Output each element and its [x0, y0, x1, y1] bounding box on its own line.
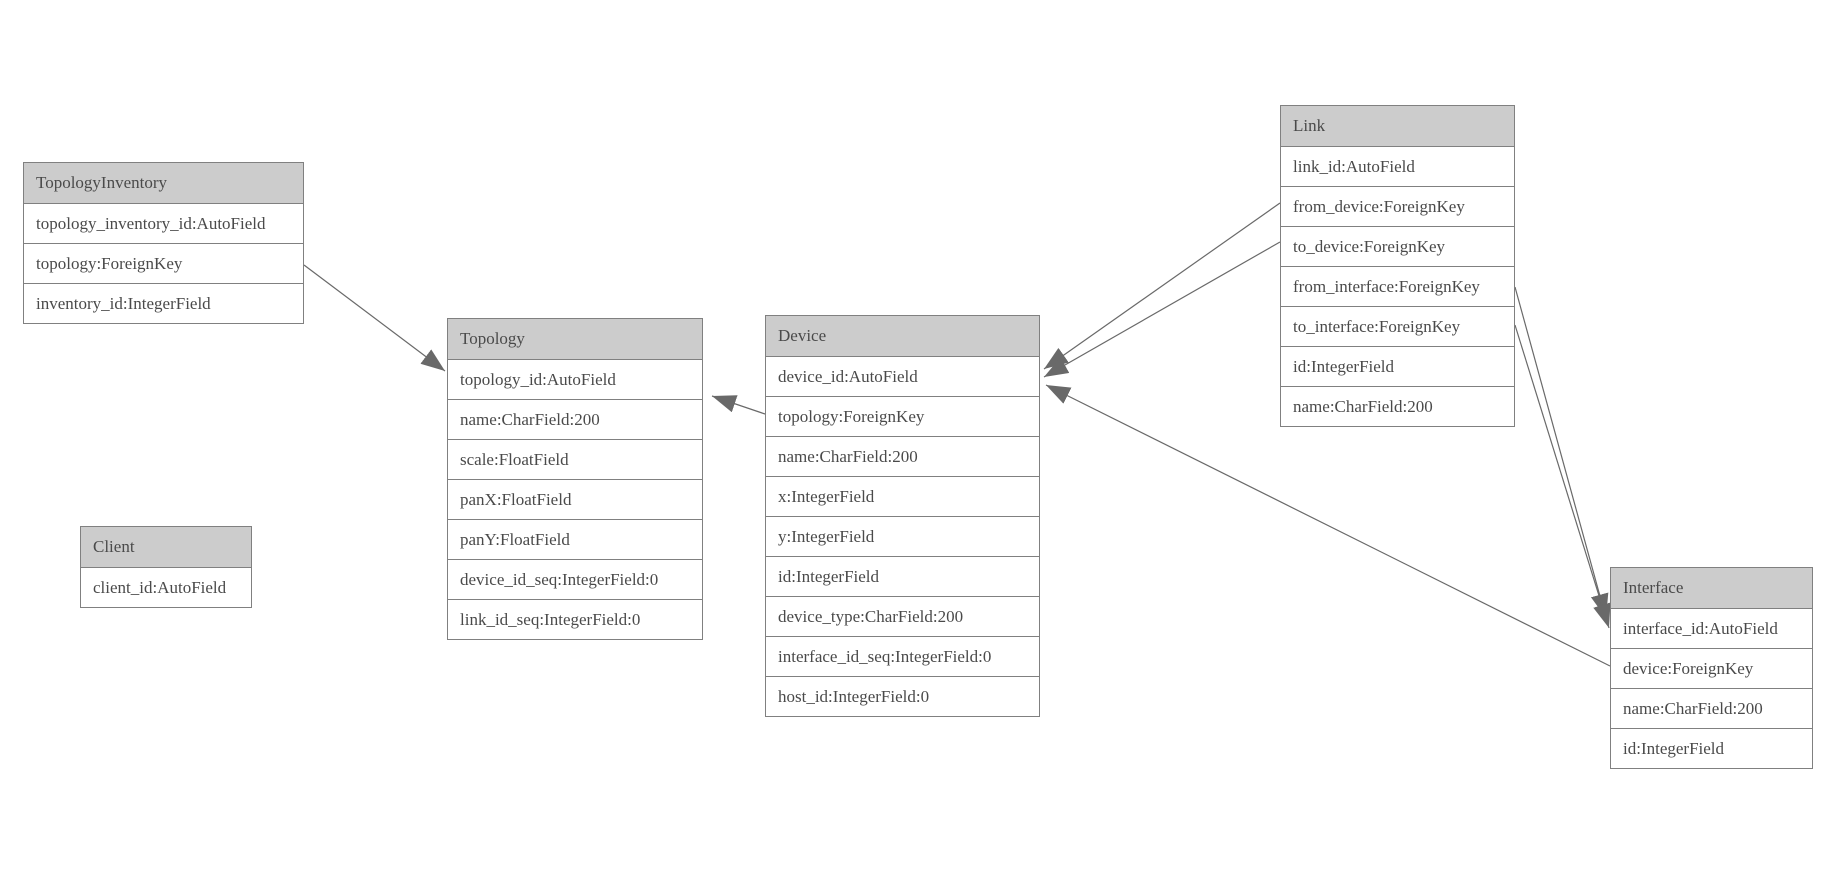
- edge-link-to_device-device: [1043, 241, 1281, 378]
- entity-field: topology:ForeignKey: [766, 396, 1039, 436]
- edge-interface-device-device: [1045, 384, 1611, 667]
- entity-field: from_device:ForeignKey: [1281, 186, 1514, 226]
- entity-field: device_type:CharField:200: [766, 596, 1039, 636]
- entity-field: interface_id_seq:IntegerField:0: [766, 636, 1039, 676]
- entity-field: to_device:ForeignKey: [1281, 226, 1514, 266]
- entity-field: y:IntegerField: [766, 516, 1039, 556]
- entity-field: inventory_id:IntegerField: [24, 283, 303, 323]
- entity-title: Interface: [1611, 568, 1812, 608]
- entity-field: link_id_seq:IntegerField:0: [448, 599, 702, 639]
- entity-field: host_id:IntegerField:0: [766, 676, 1039, 716]
- entity-title: Topology: [448, 319, 702, 359]
- entity-field: device_id:AutoField: [766, 356, 1039, 396]
- entity-field: name:CharField:200: [448, 399, 702, 439]
- edge-link-to_interface-interface: [1514, 324, 1611, 629]
- entity-field: from_interface:ForeignKey: [1281, 266, 1514, 306]
- entity-title: Device: [766, 316, 1039, 356]
- entity-field: name:CharField:200: [1611, 688, 1812, 728]
- edge-topologyinventory-topology: [303, 264, 446, 372]
- entity-field: topology_inventory_id:AutoField: [24, 203, 303, 243]
- edge-link-from_device-device: [1043, 202, 1281, 370]
- entity-field: panX:FloatField: [448, 479, 702, 519]
- entity-field: x:IntegerField: [766, 476, 1039, 516]
- entity-field: device_id_seq:IntegerField:0: [448, 559, 702, 599]
- entity-field: id:IntegerField: [766, 556, 1039, 596]
- entity-field: topology:ForeignKey: [24, 243, 303, 283]
- entity-field: id:IntegerField: [1611, 728, 1812, 768]
- entity-field: panY:FloatField: [448, 519, 702, 559]
- entity-field: scale:FloatField: [448, 439, 702, 479]
- entity-field: to_interface:ForeignKey: [1281, 306, 1514, 346]
- entity-field: interface_id:AutoField: [1611, 608, 1812, 648]
- entity-field: topology_id:AutoField: [448, 359, 702, 399]
- entity-title: Link: [1281, 106, 1514, 146]
- edge-device-topology: [711, 395, 766, 415]
- entity-field: link_id:AutoField: [1281, 146, 1514, 186]
- entity-field: client_id:AutoField: [81, 567, 251, 607]
- entity-field: id:IntegerField: [1281, 346, 1514, 386]
- entity-field: name:CharField:200: [1281, 386, 1514, 426]
- entity-field: name:CharField:200: [766, 436, 1039, 476]
- entity-title: Client: [81, 527, 251, 567]
- edge-link-from_interface-interface: [1514, 286, 1609, 619]
- entity-title: TopologyInventory: [24, 163, 303, 203]
- entity-field: device:ForeignKey: [1611, 648, 1812, 688]
